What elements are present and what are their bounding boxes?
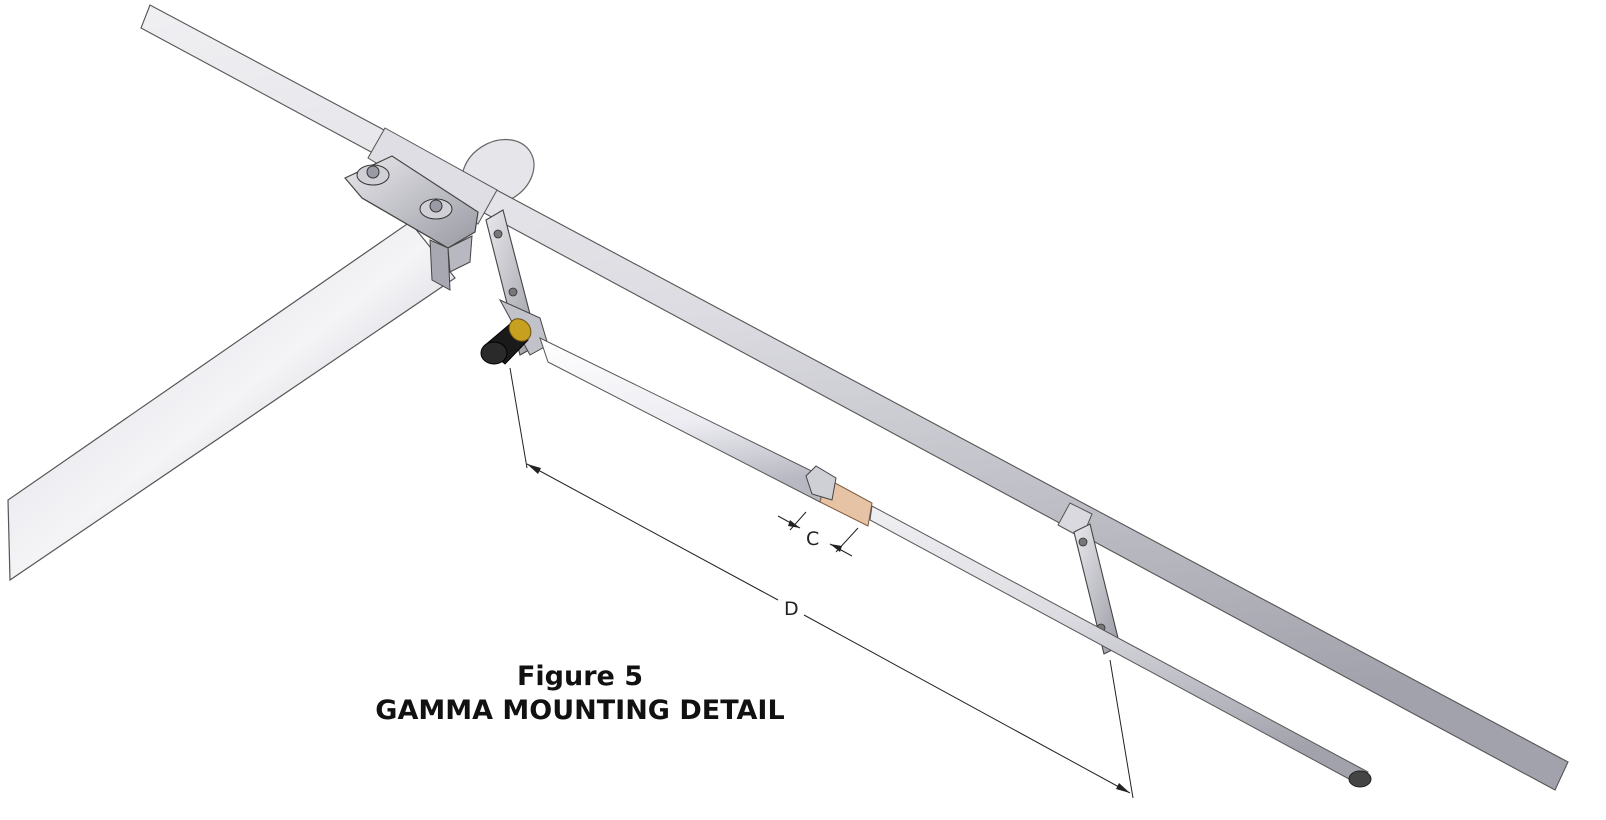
rod-end-cap xyxy=(1348,770,1372,788)
dimension-c: C xyxy=(777,511,859,557)
dimension-d: D xyxy=(509,367,1134,799)
hose-clamp xyxy=(805,465,837,501)
dimension-d-label: D xyxy=(784,598,799,620)
dimension-c-label: C xyxy=(806,528,819,550)
figure-caption: Figure 5 GAMMA MOUNTING DETAIL xyxy=(340,660,820,728)
gamma-tube xyxy=(539,337,1372,788)
boom-element-clamp xyxy=(344,155,479,291)
clamp-bolt-2 xyxy=(419,198,453,220)
figure-number: Figure 5 xyxy=(516,661,644,692)
clamp-bolt-1 xyxy=(356,164,390,186)
coax-connector xyxy=(480,318,532,365)
figure-title: GAMMA MOUNTING DETAIL xyxy=(375,695,785,726)
